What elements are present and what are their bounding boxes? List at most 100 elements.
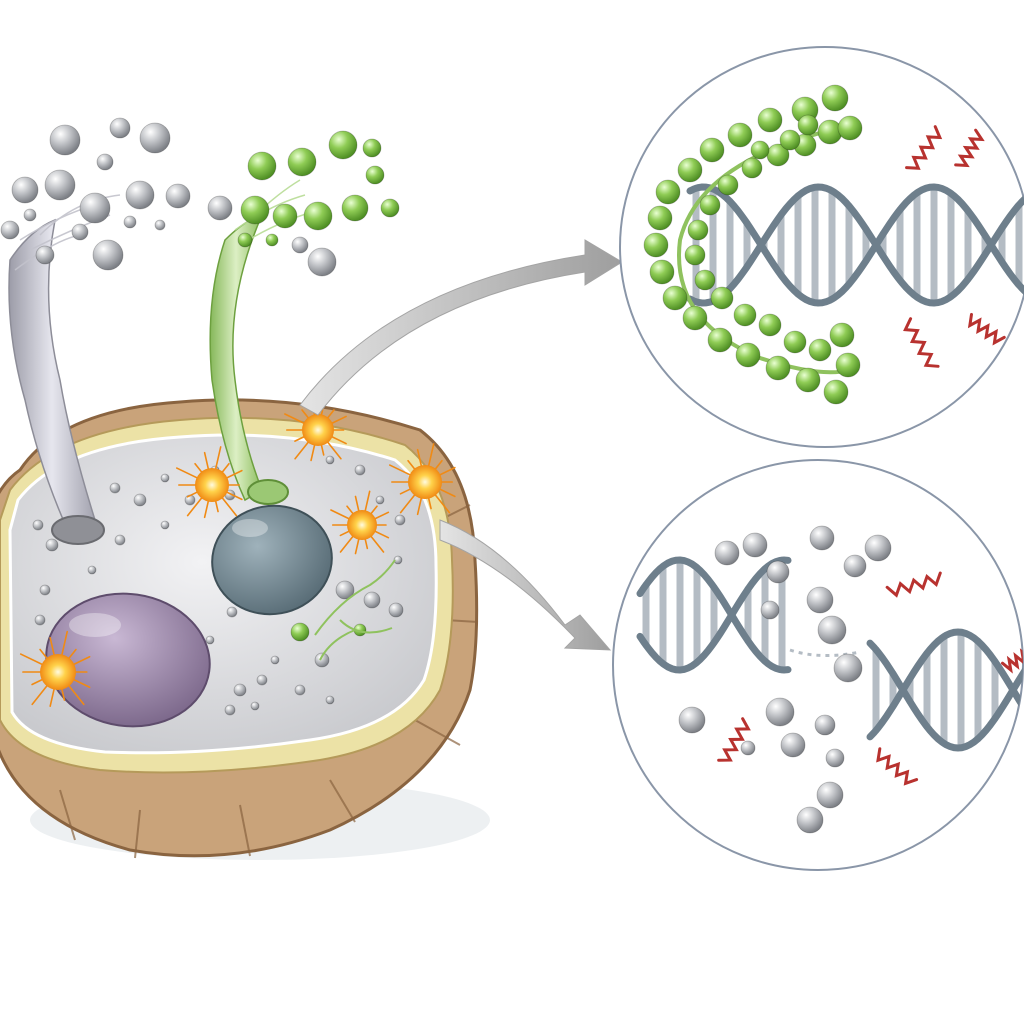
damage-mark-icon	[905, 125, 943, 170]
particle-sphere-icon	[677, 157, 703, 183]
particle-sphere-icon	[71, 223, 89, 241]
particle-sphere-icon	[809, 525, 835, 551]
particle-sphere-icon	[139, 122, 171, 154]
particle-sphere-icon	[109, 482, 121, 494]
particle-sphere-icon	[727, 122, 753, 148]
particle-sphere-icon	[740, 740, 756, 756]
particle-sphere-icon	[133, 493, 147, 507]
particle-sphere-icon	[643, 232, 669, 258]
particle-sphere-icon	[649, 259, 675, 285]
particle-sphere-icon	[795, 367, 821, 393]
spark-burst-icon	[330, 490, 390, 555]
particle-sphere-icon	[287, 147, 317, 177]
particle-sphere-icon	[184, 494, 196, 506]
floating-particles	[0, 117, 400, 277]
cell-wall-segments	[0, 504, 479, 859]
particle-sphere-icon	[741, 157, 763, 179]
particle-sphere-icon	[694, 269, 716, 291]
particle-sphere-icon	[380, 198, 400, 218]
particle-sphere-icon	[821, 84, 849, 112]
particle-sphere-icon	[365, 165, 385, 185]
particle-sphere-icon	[272, 203, 298, 229]
particle-sphere-icon	[250, 701, 260, 711]
particle-sphere-icon	[291, 236, 309, 254]
particle-sphere-icon	[270, 655, 280, 665]
particle-sphere-icon	[165, 183, 191, 209]
panel-protected-dna	[619, 46, 1024, 448]
curved-arrow-icon	[299, 239, 623, 416]
particle-sphere-icon	[92, 239, 124, 271]
nucleus-highlight	[69, 613, 121, 637]
particle-sphere-icon	[687, 219, 709, 241]
particle-sphere-icon	[335, 580, 355, 600]
particle-sphere-icon	[765, 697, 795, 727]
damage-mark-icon	[954, 128, 985, 168]
particle-sphere-icon	[684, 244, 706, 266]
particle-sphere-icon	[393, 555, 403, 565]
arrow-to-bottom-panel	[439, 519, 612, 651]
nucleus	[45, 592, 211, 728]
particle-sphere-icon	[240, 195, 270, 225]
particle-sphere-icon	[294, 684, 306, 696]
particle-sphere-icon	[96, 153, 114, 171]
dna-backbone	[636, 556, 792, 674]
damage-mark-icon	[876, 747, 919, 786]
particle-sphere-icon	[154, 219, 166, 231]
particle-sphere-icon	[247, 151, 277, 181]
particle-sphere-icon	[11, 176, 39, 204]
spark-burst-icon	[388, 443, 456, 516]
green-particle-shield	[643, 84, 863, 405]
particle-sphere-icon	[823, 379, 849, 405]
particle-sphere-icon	[735, 342, 761, 368]
particle-sphere-icon	[843, 554, 867, 578]
particle-sphere-icon	[45, 538, 59, 552]
particle-sphere-icon	[779, 129, 801, 151]
particle-sphere-icon	[758, 313, 782, 337]
particle-sphere-icon	[780, 732, 806, 758]
particle-sphere-icon	[23, 208, 37, 222]
particle-sphere-icon	[325, 455, 335, 465]
damage-mark-icon	[1001, 646, 1023, 674]
particle-sphere-icon	[388, 602, 404, 618]
particle-sphere-icon	[123, 215, 137, 229]
particle-sphere-icon	[205, 635, 215, 645]
organelle-highlight	[232, 519, 268, 537]
particle-sphere-icon	[363, 591, 381, 609]
gray-stream-tube	[8, 218, 96, 542]
particle-sphere-icon	[808, 338, 832, 362]
particle-sphere-icon	[835, 352, 861, 378]
damage-mark-icon	[967, 312, 1006, 346]
particle-sphere-icon	[394, 514, 406, 526]
particle-sphere-icon	[35, 245, 55, 265]
organelle	[211, 504, 333, 616]
dna-backbone	[866, 639, 1023, 752]
particle-sphere-icon	[816, 781, 844, 809]
particle-sphere-icon	[49, 124, 81, 156]
dna-helix-icon	[686, 183, 1024, 307]
green-stream-entry	[247, 479, 289, 505]
curved-arrow-icon	[439, 519, 612, 651]
arrow-to-top-panel	[299, 239, 623, 416]
particle-sphere-icon	[717, 174, 739, 196]
particle-sphere-icon	[750, 140, 770, 160]
particle-sphere-icon	[814, 714, 836, 736]
spark-burst-icon	[19, 630, 91, 708]
dna-break-fragment	[789, 648, 861, 658]
particle-sphere-icon	[362, 138, 382, 158]
particle-sphere-icon	[207, 195, 233, 221]
particle-sphere-icon	[325, 695, 335, 705]
particle-sphere-icon	[833, 653, 863, 683]
particle-sphere-icon	[39, 584, 51, 596]
particle-sphere-icon	[233, 683, 247, 697]
particle-sphere-icon	[864, 534, 892, 562]
particle-sphere-icon	[682, 305, 708, 331]
particle-sphere-icon	[0, 220, 20, 240]
particle-sphere-icon	[226, 606, 238, 618]
particle-sphere-icon	[699, 194, 721, 216]
particle-sphere-icon	[125, 180, 155, 210]
green-strands	[314, 559, 396, 661]
broken-dna-helix-icon	[636, 556, 1023, 752]
particle-sphere-icon	[79, 192, 111, 224]
particle-sphere-icon	[699, 137, 725, 163]
